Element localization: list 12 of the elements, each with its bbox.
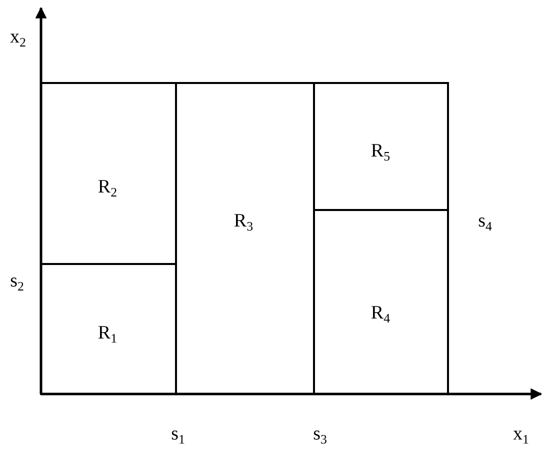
split-point-label: s$_{3}$ <box>313 424 327 446</box>
region-box <box>312 82 450 212</box>
region-label: R$_{2}$ <box>98 177 118 198</box>
split-point-label: s$_{1}$ <box>171 424 185 446</box>
axis-label: x$_{1}$ <box>513 424 529 446</box>
split-point-label: s$_{2}$ <box>10 272 24 292</box>
axis-label: x$_{2}$ <box>10 28 26 48</box>
region-label: R$_{1}$ <box>98 323 118 344</box>
region-label: R$_{5}$ <box>370 141 390 162</box>
region-label: R$_{3}$ <box>234 211 254 232</box>
region-label: R$_{4}$ <box>370 303 390 324</box>
split-point-label: s$_{4}$ <box>478 212 492 232</box>
